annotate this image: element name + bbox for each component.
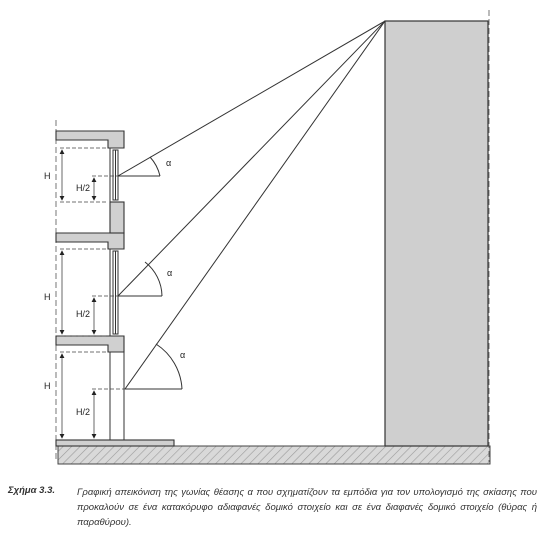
half-height-label-top: H/2 bbox=[76, 183, 90, 193]
ground-slab bbox=[55, 439, 175, 447]
slab-2 bbox=[55, 232, 125, 250]
slab-top bbox=[55, 130, 125, 149]
slab-1 bbox=[55, 335, 125, 353]
height-label-bottom: H bbox=[44, 381, 51, 391]
building-section bbox=[55, 130, 175, 447]
posts bbox=[109, 148, 125, 440]
ground bbox=[57, 445, 491, 465]
sight-line-middle bbox=[117, 20, 386, 297]
half-height-label-bottom: H/2 bbox=[76, 407, 90, 417]
sight-line-upper bbox=[117, 20, 386, 177]
dimensions-floor-middle bbox=[59, 248, 118, 337]
labels: H H/2 H H/2 H H/2 α α α bbox=[44, 158, 185, 417]
sight-lines bbox=[117, 20, 386, 390]
figure-number: Σχήμα 3.3. bbox=[8, 485, 56, 496]
angle-references bbox=[118, 156, 183, 390]
dimensions-floor-top bbox=[59, 147, 118, 203]
height-label-middle: H bbox=[44, 292, 51, 302]
height-label-top: H bbox=[44, 171, 51, 181]
half-height-label-middle: H/2 bbox=[76, 309, 90, 319]
obstacle-building bbox=[384, 10, 490, 462]
shading-angle-diagram: H H/2 H H/2 H H/2 α α α bbox=[44, 10, 491, 465]
sight-line-lower bbox=[124, 20, 386, 390]
angle-label-middle: α bbox=[167, 268, 172, 278]
angle-label-bottom: α bbox=[180, 350, 185, 360]
angle-label-top: α bbox=[166, 158, 171, 168]
opaque-panel bbox=[109, 201, 125, 234]
caption-text: Γραφική απεικόνιση της γωνίας θέασης α π… bbox=[77, 487, 537, 528]
windows bbox=[112, 149, 119, 335]
dimensions-floor-bottom bbox=[59, 351, 125, 439]
figure-caption: Σχήμα 3.3. Γραφική απεικόνιση της γωνίας… bbox=[0, 482, 544, 542]
